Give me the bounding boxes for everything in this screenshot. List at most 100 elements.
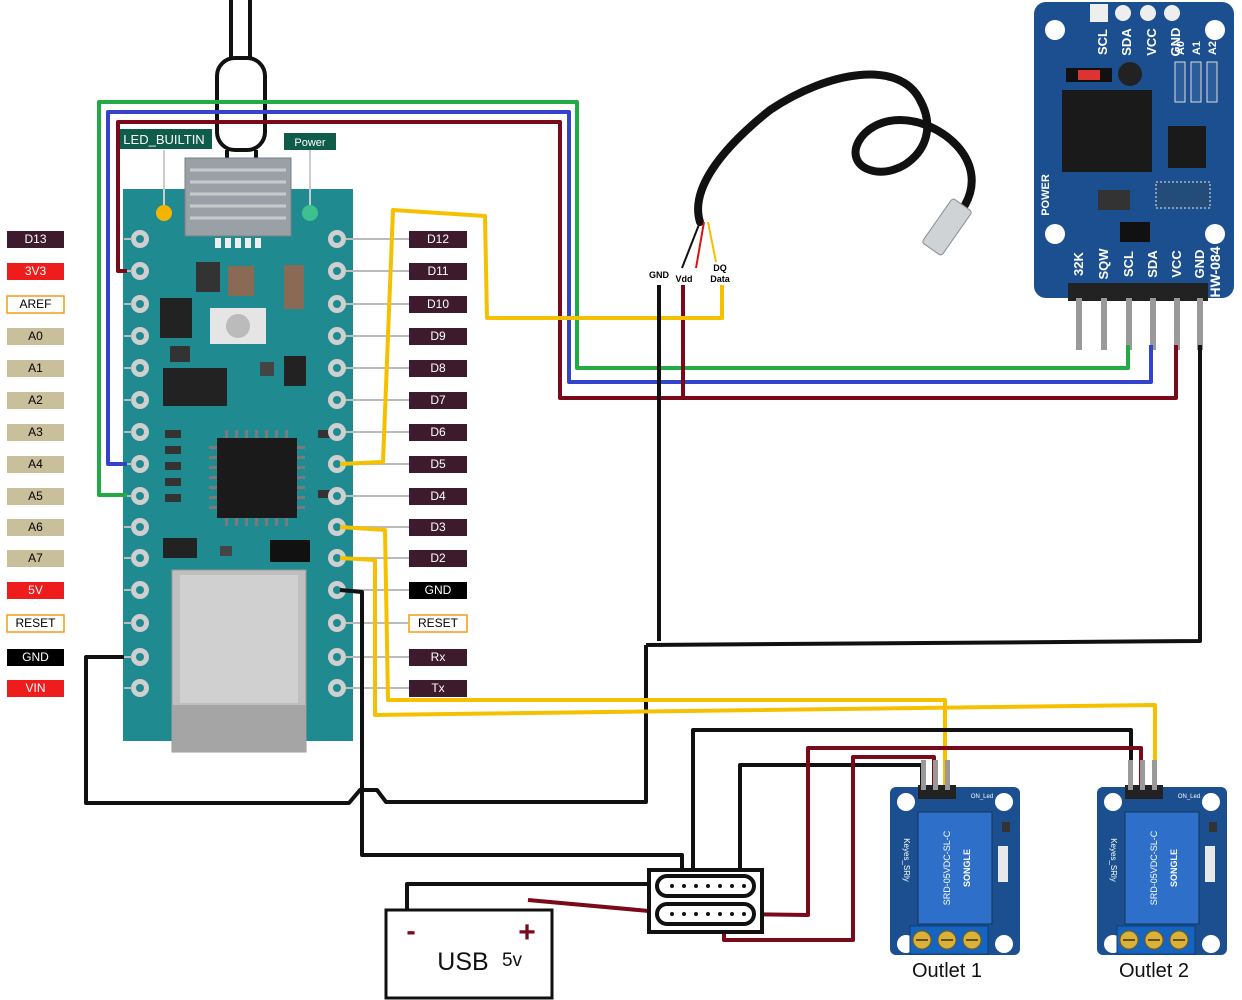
rtc-address-label: A2 — [1207, 41, 1219, 55]
rtc-top-pin-label: SCL — [1095, 29, 1110, 55]
wire-rtc-gnd — [645, 345, 1202, 647]
pin-label-right-tx: Tx — [409, 680, 467, 697]
pin-label-right-reset: RESET — [408, 614, 468, 633]
outlet-label-1: Outlet 1 — [912, 960, 982, 982]
pin-label-right-gnd: GND — [409, 582, 467, 599]
pin-label-text: D3 — [430, 520, 446, 534]
led-builtin-label-box: LED_BUILTIN — [116, 129, 212, 149]
relay-brand-label: SONGLE — [962, 849, 972, 887]
rtc-bottom-pin-label: SCL — [1121, 251, 1136, 277]
pin-label-text: D4 — [430, 489, 446, 503]
pin-label-right-d6: D6 — [409, 424, 467, 441]
pin-label-text: AREF — [19, 297, 51, 311]
pin-label-text: Rx — [431, 650, 446, 664]
relay-led-label: ON_Led — [971, 794, 993, 800]
led-builtin-icon — [156, 205, 172, 221]
rtc-address-label: A1 — [1191, 41, 1203, 55]
pin-label-right-d5: D5 — [409, 456, 467, 473]
relay-model-label: SRD-05VDC-SL-C — [1149, 830, 1159, 905]
rtc-power-label: POWER — [1040, 174, 1052, 216]
rtc-bottom-pin-label: SQW — [1096, 248, 1111, 280]
usb-voltage-label: 5v — [502, 950, 523, 971]
rtc-model-label: HW-084 — [1207, 246, 1223, 297]
usb-label: USB — [437, 948, 488, 976]
rtc-address-label: A0 — [1175, 41, 1187, 55]
pin-label-right-d12: D12 — [409, 231, 467, 248]
wire-usb-gnd — [405, 882, 682, 910]
relay-board-label: Keyes_SRly — [1109, 838, 1118, 882]
pin-label-text: D6 — [430, 425, 446, 439]
relay-board-label: Keyes_SRly — [902, 838, 911, 882]
pin-label-text: A3 — [28, 425, 43, 439]
wire-scl-green — [97, 100, 1130, 497]
sensor-data-label: Data — [710, 274, 731, 284]
wire-vcc-red — [116, 120, 1178, 400]
pin-label-text: GND — [425, 583, 452, 597]
pin-label-right-d9: D9 — [409, 328, 467, 345]
usb-power-supply: - + USB 5v — [384, 908, 554, 1000]
pin-label-left-d13: D13 — [7, 231, 64, 248]
sensor-dq-label: DQ — [713, 263, 727, 273]
pin-label-text: A4 — [28, 457, 43, 471]
pin-label-left-a4: A4 — [7, 456, 64, 473]
power-label: Power — [294, 137, 326, 149]
pin-label-text: A6 — [28, 520, 43, 534]
usb-cable — [215, 0, 267, 158]
pin-label-left-a5: A5 — [7, 488, 64, 505]
rtc-bottom-pin-label: VCC — [1169, 250, 1184, 278]
pin-label-text: A7 — [28, 551, 43, 565]
pin-label-text: D13 — [24, 232, 46, 246]
pin-label-left-a1: A1 — [7, 360, 64, 377]
rtc-top-pin-label: VCC — [1144, 28, 1159, 56]
usb-plus-label: + — [518, 916, 536, 949]
rtc-bottom-pin-label: GND — [1192, 250, 1207, 279]
pin-label-right-d3: D3 — [409, 519, 467, 536]
pin-label-right-d7: D7 — [409, 392, 467, 409]
rtc-top-pin-label: GND — [1168, 28, 1183, 57]
rtc-bottom-pin-label: 32K — [1071, 251, 1086, 275]
pin-label-left-5v: 5V — [7, 582, 64, 599]
wire-sda-blue — [106, 110, 1153, 466]
rtc-bottom-pin-label: SDA — [1145, 250, 1160, 278]
rtc-top-pin-label: SDA — [1119, 28, 1134, 56]
pin-label-left-a2: A2 — [7, 392, 64, 409]
power-label-box: Power — [284, 133, 336, 150]
pin-label-left-vin: VIN — [7, 680, 64, 697]
wire-sensor-data-yellow — [339, 208, 724, 466]
relay-brand-label: SONGLE — [1169, 849, 1179, 887]
pin-label-left-a7: A7 — [7, 550, 64, 567]
led-builtin-label: LED_BUILTIN — [123, 132, 204, 147]
pin-label-left-3v3: 3V3 — [7, 263, 64, 280]
pin-label-right-d10: D10 — [409, 296, 467, 313]
pin-label-text: A0 — [28, 329, 43, 343]
power-led-icon — [302, 205, 318, 221]
pin-label-text: D5 — [430, 457, 446, 471]
pin-label-left-a0: A0 — [7, 328, 64, 345]
pin-label-left-a3: A3 — [7, 424, 64, 441]
pin-label-left-gnd: GND — [7, 649, 64, 666]
pin-label-text: A5 — [28, 489, 43, 503]
pin-label-text: RESET — [15, 616, 56, 630]
relay-led-label: ON_Led — [1178, 794, 1200, 800]
pin-label-text: Tx — [431, 681, 444, 695]
pin-label-right-d8: D8 — [409, 360, 467, 377]
temperature-probe: GND Vdd DQ Data — [649, 70, 976, 284]
arduino-nano-board — [123, 150, 353, 753]
wire-usb-vcc — [527, 898, 661, 914]
pin-label-text: 5V — [28, 583, 43, 597]
pin-label-text: D9 — [430, 329, 446, 343]
pin-label-left-a6: A6 — [7, 519, 64, 536]
pin-label-right-d2: D2 — [409, 550, 467, 567]
sensor-vdd-label: Vdd — [676, 274, 693, 284]
wire-board-gnd-right — [339, 588, 684, 880]
pin-label-right-d11: D11 — [409, 263, 467, 280]
pin-label-right-rx: Rx — [409, 649, 467, 666]
pin-label-text: D10 — [427, 297, 449, 311]
pin-label-text: D8 — [430, 361, 446, 375]
pin-label-text: A1 — [28, 361, 43, 375]
